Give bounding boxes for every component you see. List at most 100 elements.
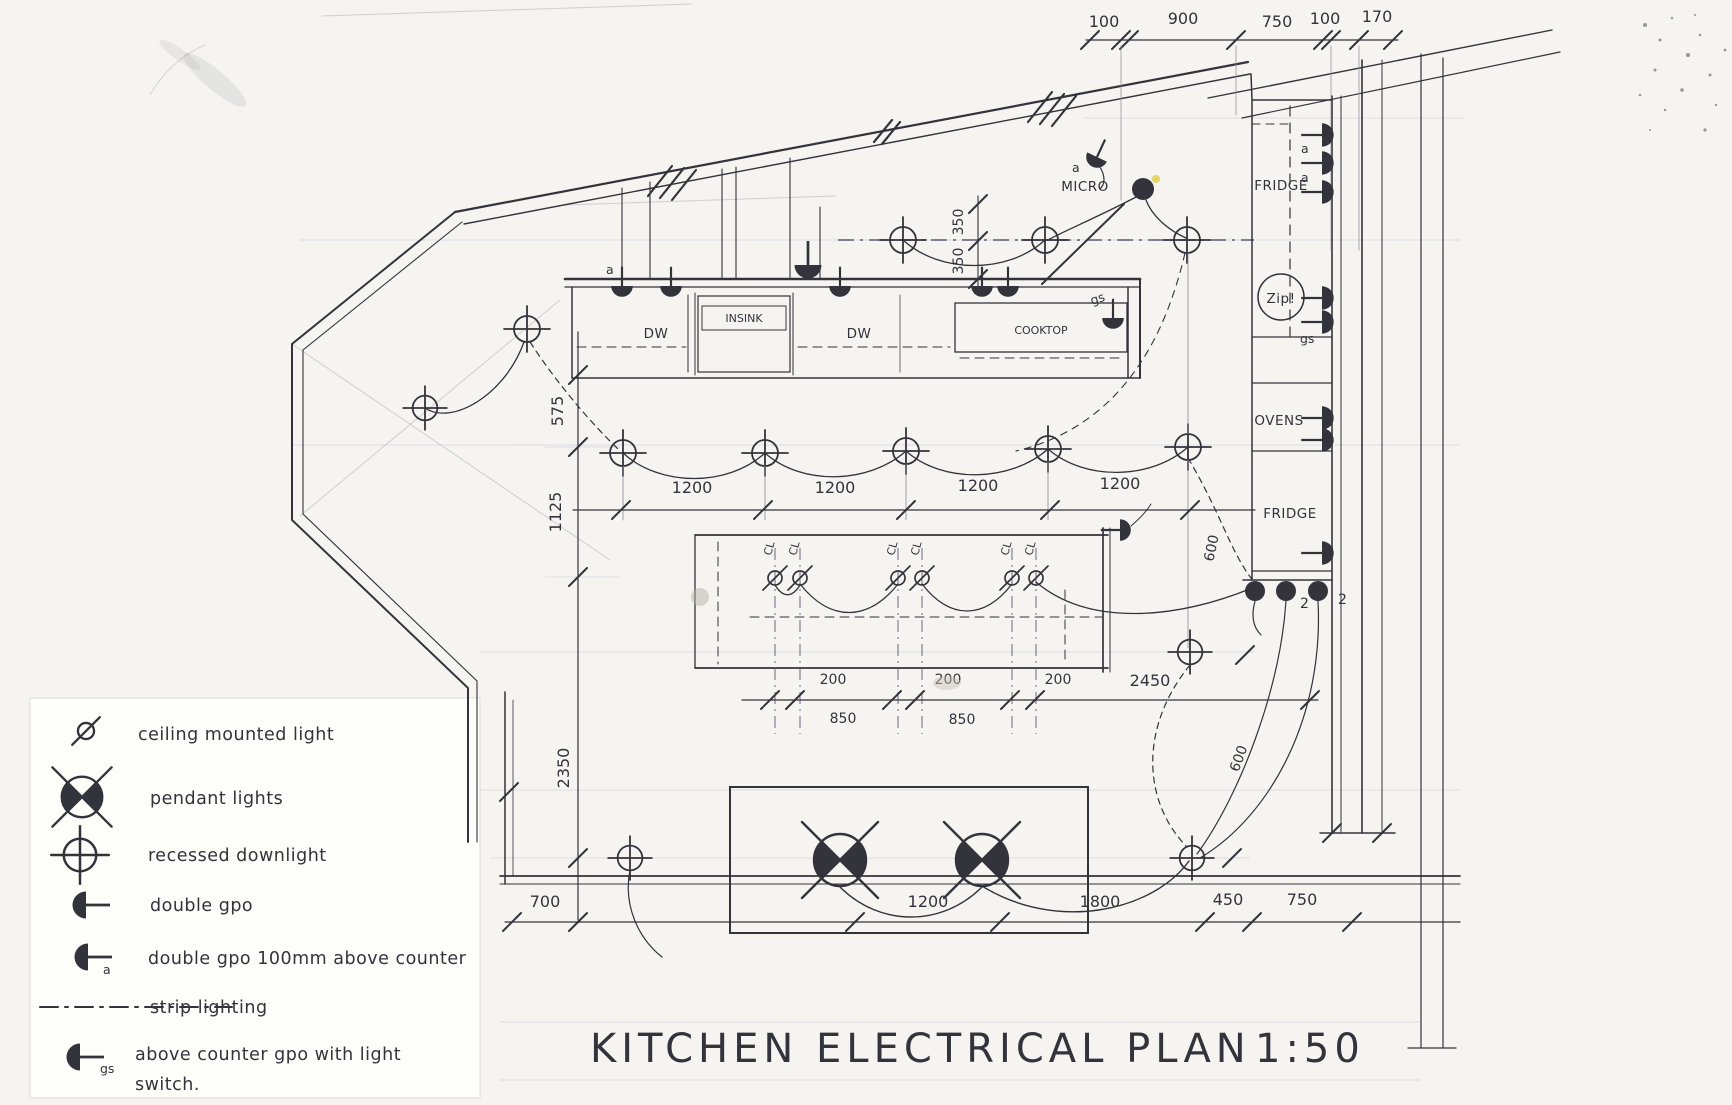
circuit-arcs	[774, 581, 1253, 615]
gpo-icon	[828, 265, 852, 298]
recessed-downlight-icon	[1167, 629, 1213, 675]
light-label: CL	[1022, 539, 1038, 557]
circuit-arc	[1152, 664, 1191, 847]
appliance-label: COOKTOP	[1014, 324, 1068, 337]
legend-paper	[29, 697, 481, 1099]
recessed-downlight-icon	[1163, 216, 1211, 264]
walls	[291, 29, 1561, 1049]
left-lights	[402, 305, 619, 450]
right-appliance-column: FRIDGE Zip! OVENS FRIDGE a a gs 2 2	[1242, 73, 1347, 636]
dimension-label: 700	[530, 892, 561, 911]
dimension-label: 1200	[908, 892, 949, 911]
gpo-subscript: a	[1072, 160, 1080, 175]
recessed-downlight-icon	[1169, 835, 1215, 881]
circuit-arc	[627, 869, 663, 958]
dimension-label: 750	[1287, 890, 1318, 909]
dimension-label: 350	[951, 248, 967, 275]
appliance-label: DW	[847, 326, 872, 342]
wall-gpos: a a gs	[1300, 122, 1335, 566]
appliance-label: DW	[644, 326, 669, 342]
circuit-arcs	[622, 446, 1189, 479]
legend-item-label: double gpo	[150, 896, 253, 916]
legend-item-label: double gpo 100mm above counter	[148, 949, 467, 969]
gpo-icon	[610, 265, 634, 298]
window-hatch	[646, 90, 1078, 202]
dimension-label: 850	[949, 712, 976, 728]
light-label: CL	[908, 539, 924, 557]
gpo-subscript: gs	[1088, 289, 1106, 308]
legend-item-label: ceiling mounted light	[138, 725, 334, 745]
left-dimension: 575 1125 2350	[546, 331, 588, 921]
dimension-label: 2450	[1130, 671, 1171, 690]
cooktop-unit	[954, 302, 1128, 353]
dimension-label: 1125	[546, 492, 565, 533]
appliance-label: Zip!	[1267, 291, 1296, 307]
circuit-arc	[1047, 195, 1139, 241]
recessed-downlight-icon	[503, 305, 551, 353]
strip-lighting-row: MICRO a 350 350	[838, 133, 1254, 289]
appliance-label: FRIDGE	[1263, 506, 1317, 522]
dimension-label: 100	[1310, 9, 1341, 28]
dimension-label: 350	[951, 209, 967, 236]
dimension-label: 170	[1362, 7, 1393, 26]
dimension-label: 200	[820, 672, 847, 688]
gpo-subscript: a	[1301, 170, 1309, 185]
gpo-subscript: a	[606, 262, 614, 277]
gpo-subscript: gs	[100, 1061, 114, 1076]
circuit-arc	[839, 886, 983, 918]
gpo-count: 2	[1300, 596, 1309, 612]
gpo-icon	[1300, 285, 1335, 311]
junction-dot	[1132, 178, 1154, 200]
door-leaf	[1041, 203, 1125, 285]
cabinet-dividers	[687, 292, 901, 376]
circuit-arc	[1199, 600, 1320, 859]
legend-item-label: strip lighting	[150, 998, 268, 1018]
scan-smudges	[149, 39, 961, 690]
gpo-dot	[1245, 581, 1265, 601]
circuit-arc	[981, 860, 1190, 913]
insink-unit	[697, 295, 791, 373]
dimension-label: 1200	[815, 478, 856, 497]
ceiling-light-icon	[762, 565, 788, 591]
legend-item-label: switch.	[135, 1075, 200, 1095]
gpo-icon	[1081, 133, 1116, 173]
gpo-lead	[1130, 503, 1152, 527]
gpo-subscript: a	[103, 962, 111, 977]
appliance-label: INSINK	[725, 312, 763, 325]
dimension-label: 100	[1089, 12, 1120, 31]
ceiling-light-icon	[1023, 565, 1049, 591]
counter-gpos: a gs	[606, 239, 1125, 330]
dining-table	[729, 786, 1190, 934]
dimension-label: 1200	[1100, 474, 1141, 493]
window-mullions	[621, 157, 821, 280]
top-dimension: 100 900 750 100 170	[1080, 7, 1403, 251]
circuit-arc	[1196, 600, 1287, 855]
dimension-label: 750	[1262, 12, 1293, 31]
gpo-icon	[659, 265, 683, 298]
circuit-arc	[902, 239, 1046, 266]
appliance-label: MICRO	[1061, 179, 1109, 195]
dimension-label: 1800	[1080, 892, 1121, 911]
island-dashed-lines	[717, 541, 1104, 665]
dimension-label: 2350	[554, 748, 573, 789]
circuit-arc	[424, 341, 525, 414]
dimension-label: 200	[1045, 672, 1072, 688]
gpo-lead	[1099, 166, 1105, 190]
plan-title: KITCHEN ELECTRICAL PLAN 1:50	[590, 1026, 1360, 1072]
legend-item-label: recessed downlight	[148, 846, 327, 866]
dimension-label: 450	[1213, 890, 1244, 909]
dimension-label: 850	[830, 711, 857, 727]
dimension-label: 1200	[958, 476, 999, 495]
appliance-label: OVENS	[1254, 413, 1303, 429]
gpo-dot	[1276, 581, 1296, 601]
door-swing	[1015, 203, 1186, 452]
gpo-dot	[1308, 581, 1328, 601]
cl-labels: CL CL CL CL CL CL	[761, 539, 1038, 557]
bottom-dimension: 700 1200 1800 450 750	[502, 890, 1461, 932]
appliance-label: FRIDGE	[1254, 178, 1308, 194]
light-label: CL	[761, 539, 777, 557]
construction-lines	[291, 3, 836, 561]
circuit-arc	[529, 341, 619, 450]
kitchen-counter: DW INSINK DW COOKTOP a gs	[563, 157, 1142, 379]
